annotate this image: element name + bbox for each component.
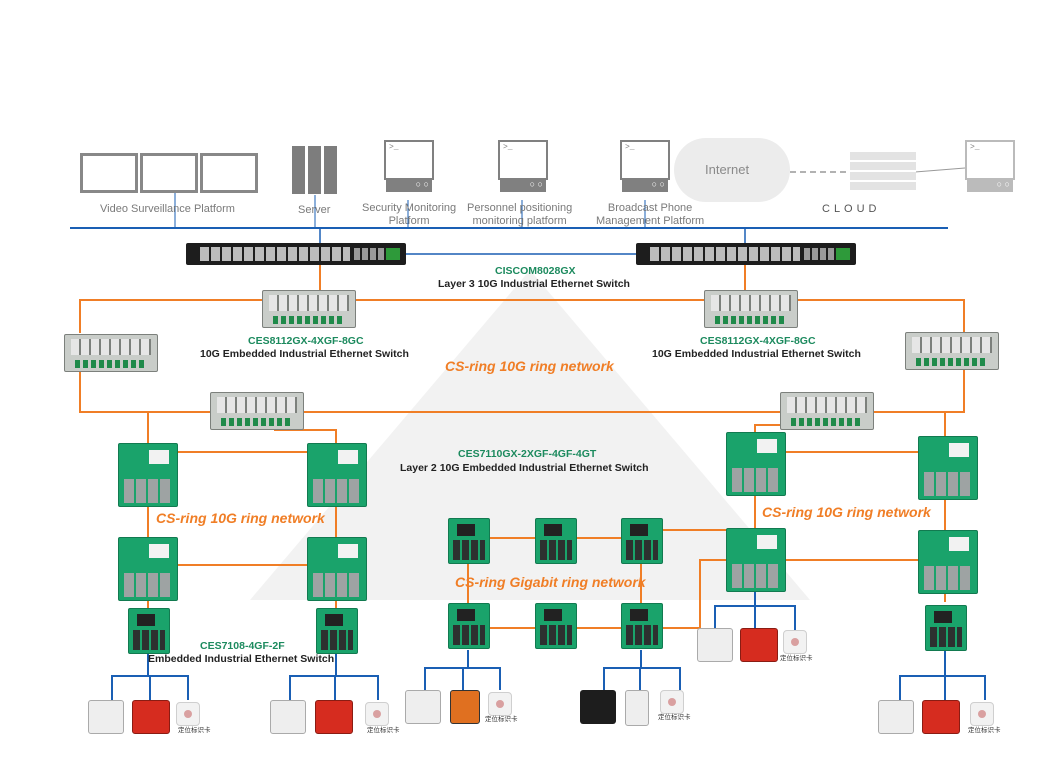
positioning-card-label-3: 定位标识卡 [485,716,518,723]
access-switch-r1 [726,432,786,496]
access-switch-model: CES7110GX-2XGF-4GF-4GT [458,448,597,460]
positioning-card-2 [365,702,389,726]
personnel-positioning-label: Personnel positioning monitoring platfor… [467,202,573,227]
gig-switch-2 [535,518,577,564]
gig-switch-6 [621,603,663,649]
ring-label-gigabit: CS-ring Gigabit ring network [455,574,646,590]
ring-label-top: CS-ring 10G ring network [445,358,614,374]
agg-switch-model-left: CES8112GX-4XGF-8GC [248,335,364,347]
video-wall-icon [80,153,260,193]
edge-switch-model: CES7108-4GF-2F [200,640,285,652]
positioning-card-label-1: 定位标识卡 [178,727,211,734]
positioning-card-label-6: 定位标识卡 [968,727,1001,734]
core-switch-left [186,243,406,265]
internet-label: Internet [705,162,750,177]
internet-cloud-icon [674,138,790,202]
positioning-card-label-2: 定位标识卡 [367,727,400,734]
agg-switch-mid-right [780,392,874,430]
positioning-card-6 [970,702,994,726]
agg-switch-top-left [262,290,356,328]
gig-switch-3 [621,518,663,564]
positioning-card-3 [488,692,512,716]
ring-label-left: CS-ring 10G ring network [156,510,325,526]
edge-switch-right [925,605,967,651]
phone-device [580,690,616,724]
firewall-icon [850,150,916,190]
access-switch-l2 [307,443,367,507]
access-switch-l4 [307,537,367,601]
mine-power-box-4 [740,628,778,662]
cloud-monitor-icon [965,140,1015,180]
edge-switch-mid [316,608,358,654]
mine-power-box-2 [315,700,353,734]
server-icon [292,146,338,194]
agg-switch-left [64,334,158,372]
broadcast-monitor-icon [620,140,670,180]
gig-switch-1 [448,518,490,564]
agg-switch-desc-right: 10G Embedded Industrial Ethernet Switch [652,348,861,360]
personnel-monitor-base [500,179,546,192]
broadcast-monitor-base [622,179,668,192]
cloud-monitor-base [967,179,1013,192]
access-switch-r2 [918,436,978,500]
mine-terminal-5 [878,700,914,734]
gas-monitor-device [450,690,480,724]
access-switch-r4 [918,530,978,594]
access-switch-desc: Layer 2 10G Embedded Industrial Ethernet… [400,462,649,474]
agg-switch-model-right: CES8112GX-4XGF-8GC [700,335,816,347]
sensor-device [625,690,649,726]
gig-switch-4 [448,603,490,649]
core-switch-desc: Layer 3 10G Industrial Ethernet Switch [438,278,630,290]
cloud-label: CLOUD [822,203,881,215]
agg-switch-right [905,332,999,370]
mine-terminal-3 [405,690,441,724]
mine-power-box-5 [922,700,960,734]
core-switch-model: CISCOM8028GX [495,265,576,277]
gig-switch-5 [535,603,577,649]
security-monitor-icon [384,140,434,180]
mine-terminal-2 [270,700,306,734]
core-switch-right [636,243,856,265]
access-switch-l3 [118,537,178,601]
agg-switch-top-right [704,290,798,328]
positioning-card-4 [660,690,684,714]
positioning-card-label-5: 定位标识卡 [780,655,813,662]
positioning-card-label-4: 定位标识卡 [658,714,691,721]
broadcast-phone-label: Broadcast Phone Management Platform [596,202,705,227]
security-monitoring-label: Security Monitoring Platform [362,202,457,227]
agg-switch-desc-left: 10G Embedded Industrial Ethernet Switch [200,348,409,360]
access-switch-r3 [726,528,786,592]
edge-switch-left [128,608,170,654]
access-switch-l1 [118,443,178,507]
mine-power-box-1 [132,700,170,734]
video-surveillance-label: Video Surveillance Platform [100,203,235,215]
agg-switch-mid-left [210,392,304,430]
mine-terminal-1 [88,700,124,734]
ring-label-right: CS-ring 10G ring network [762,504,931,520]
positioning-card-5 [783,630,807,654]
security-monitor-base [386,179,432,192]
server-label: Server [298,204,331,216]
edge-switch-desc: Embedded Industrial Ethernet Switch [148,653,335,665]
positioning-card-1 [176,702,200,726]
personnel-monitor-icon [498,140,548,180]
mine-terminal-4 [697,628,733,662]
